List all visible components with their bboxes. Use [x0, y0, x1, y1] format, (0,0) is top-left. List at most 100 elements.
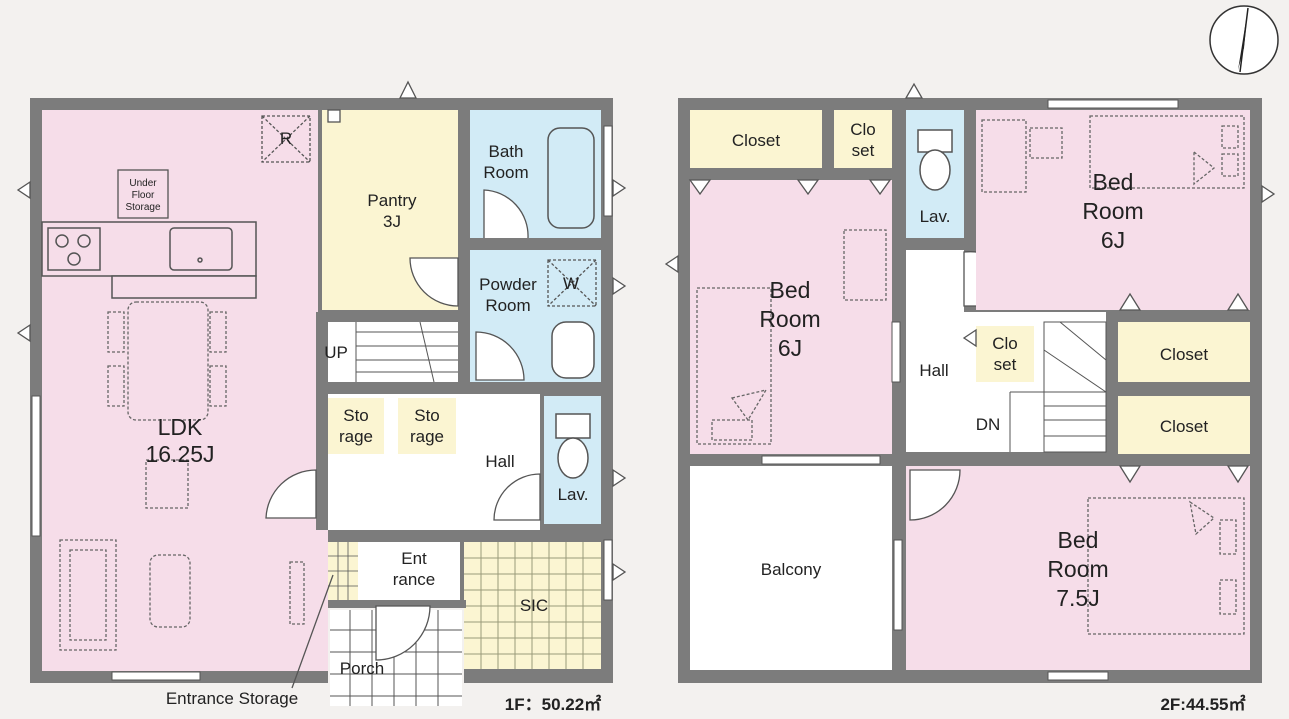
compass-icon [1209, 5, 1279, 75]
pantry-label-1: Pantry [367, 191, 417, 210]
toilet-icon [555, 413, 591, 479]
entrance-storage-callout: Entrance Storage [166, 689, 298, 708]
storage-1 [328, 398, 384, 454]
vent-icon [664, 82, 1276, 348]
powder-label-2: Room [485, 296, 530, 315]
storage1-label-1: Sto [343, 406, 369, 425]
bed-ne-label-3: 6J [1101, 227, 1125, 253]
lav-2f-label: Lav. [920, 207, 951, 226]
bedroom-northeast [976, 110, 1250, 310]
powder-label-1: Powder [479, 275, 537, 294]
door-swing-icon [475, 331, 525, 381]
closet-b [834, 110, 892, 168]
floor-1: R Under Floor Storage LDK 16.25J Pantry … [16, 80, 627, 714]
underfloor-label-1: Under [129, 178, 157, 189]
door-swing-icon [493, 473, 541, 521]
entrance-label-1: Ent [401, 549, 427, 568]
entrance-door-swing-icon [375, 605, 431, 661]
sic-tile-grid [464, 542, 601, 669]
closet-b-label-2: set [852, 141, 875, 160]
bedroom-west [690, 180, 892, 454]
bedroom-southeast [906, 466, 1250, 670]
pantry-label-2: 3J [383, 212, 401, 231]
closet-door-icon [1118, 292, 1250, 311]
bed-southeast [1087, 497, 1245, 635]
up-label: UP [324, 343, 348, 362]
closet-c-label-2: set [994, 355, 1017, 374]
floor1-area-label: 1F：50.22㎡ [505, 694, 601, 714]
door-swing-icon [483, 189, 529, 239]
bed-west [696, 229, 887, 445]
porch-label: Porch [340, 659, 384, 678]
underfloor-label-3: Storage [125, 202, 160, 213]
tile-grid [328, 542, 358, 600]
bed-west-label-3: 6J [778, 335, 802, 361]
door-swing-icon [265, 469, 317, 519]
stairs-down [1009, 321, 1107, 453]
closet-door-icon [1118, 465, 1250, 484]
bed-se-label-1: Bed [1058, 527, 1099, 553]
porch-wall [328, 600, 466, 608]
bath-label-2: Room [483, 163, 528, 182]
closet-door-icon [688, 179, 892, 196]
closet-a-label: Closet [732, 131, 780, 150]
bed-west-label-1: Bed [770, 277, 811, 303]
floor-2: Closet Clo set Bed Room 6J Lav. Hall Cl [664, 82, 1276, 714]
window-icon [761, 99, 1179, 681]
entrance-label-2: rance [393, 570, 436, 589]
closet-c [976, 326, 1034, 382]
closet-d [1118, 322, 1250, 382]
bed-ne-label-2: Room [1082, 198, 1143, 224]
sofa [59, 539, 305, 651]
closet-e [1118, 396, 1250, 454]
bed-ne-label-1: Bed [1093, 169, 1134, 195]
floor2-area-label: 2F:44.55㎡ [1160, 694, 1245, 714]
closet-e-label: Closet [1160, 417, 1208, 436]
closet-d-label: Closet [1160, 345, 1208, 364]
bed-se-label-3: 7.5J [1056, 585, 1099, 611]
stair-treads [355, 321, 458, 383]
kitchen-counter [41, 221, 257, 277]
sink-icon [169, 227, 233, 271]
bathtub-icon [547, 127, 595, 229]
toilet-icon [917, 129, 953, 191]
hall-1f-label: Hall [485, 452, 514, 471]
closet-c-label-1: Clo [992, 334, 1018, 353]
underfloor-storage [117, 169, 169, 219]
closet-a [690, 110, 822, 168]
underfloor-label-2: Floor [132, 190, 155, 201]
pillar [327, 109, 341, 123]
closet-b-label-1: Clo [850, 120, 876, 139]
storage2-label-1: Sto [414, 406, 440, 425]
stove-icon [47, 227, 101, 271]
sic-label: SIC [520, 596, 548, 615]
balcony [690, 466, 892, 670]
window-icon [31, 125, 613, 681]
refrigerator-icon [261, 115, 311, 163]
bed-se-label-2: Room [1047, 556, 1108, 582]
ldk-room [42, 110, 328, 671]
dn-label: DN [976, 415, 1001, 434]
refrigerator-mark: R [280, 129, 292, 148]
storage1-label-2: rage [339, 427, 373, 446]
balcony-label: Balcony [761, 560, 822, 579]
dining-set [107, 301, 227, 509]
ldk-label-2: 16.25J [145, 441, 214, 467]
kitchen-peninsula [111, 275, 257, 299]
door-swing-icon [409, 257, 459, 307]
washer-mark: W [563, 274, 579, 293]
callout-line [291, 574, 334, 689]
storage2-label-2: rage [410, 427, 444, 446]
vent-icon [16, 80, 627, 582]
bath-label-1: Bath [489, 142, 524, 161]
lav-1f-label: Lav. [558, 485, 589, 504]
storage-2 [398, 398, 456, 454]
ldk-label-1: LDK [158, 414, 203, 440]
washer-icon [547, 259, 597, 307]
washbasin-icon [551, 321, 595, 379]
bed-northeast [981, 115, 1245, 193]
door-swing-icon [909, 469, 961, 521]
hall-2f-label: Hall [919, 361, 948, 380]
bed-west-label-2: Room [759, 306, 820, 332]
